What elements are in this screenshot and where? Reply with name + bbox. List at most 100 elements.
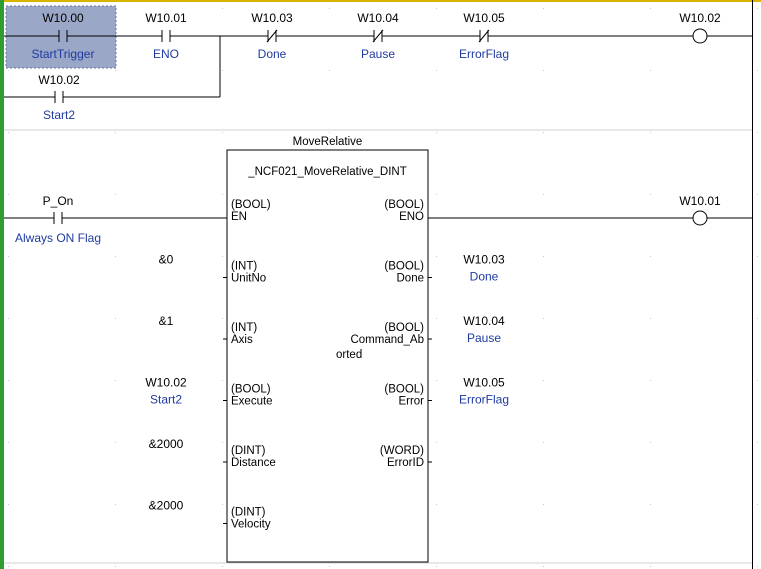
grid-dot xyxy=(436,442,437,443)
contact-comment: Done xyxy=(258,47,287,61)
fb-input-name: Axis xyxy=(231,334,253,346)
fb-input-name: Velocity xyxy=(231,519,271,531)
fb-instance-name: MoveRelative xyxy=(293,136,363,148)
fb-output-type: (BOOL) xyxy=(384,384,424,396)
grid-dot xyxy=(757,318,758,319)
contact-P_On[interactable] xyxy=(53,212,63,224)
contact-slash xyxy=(266,29,278,43)
coil-W10.01[interactable] xyxy=(692,210,708,226)
grid-dot xyxy=(222,70,223,71)
grid-dot xyxy=(543,318,544,319)
grid-dot xyxy=(329,8,330,9)
fb-output-name: Error xyxy=(398,396,424,408)
grid-dot xyxy=(757,194,758,195)
contact-comment: StartTrigger xyxy=(32,47,95,61)
fb-input-type: (BOOL) xyxy=(231,199,271,211)
top-border xyxy=(0,0,761,2)
grid-dot xyxy=(436,132,437,133)
grid-dot xyxy=(757,132,758,133)
grid-dot xyxy=(650,442,651,443)
grid-dot xyxy=(222,256,223,257)
contact-address: W10.00 xyxy=(42,11,84,25)
grid-dot xyxy=(650,194,651,195)
grid-dot xyxy=(222,566,223,567)
grid-dot xyxy=(8,380,9,381)
grid-dot xyxy=(543,566,544,567)
contact-W10.02-branch[interactable] xyxy=(54,91,64,103)
grid-dot xyxy=(436,8,437,9)
grid-dot xyxy=(222,318,223,319)
grid-dot xyxy=(329,132,330,133)
grid-dot xyxy=(222,380,223,381)
branch-contact-comment: Start2 xyxy=(43,108,75,122)
grid-dot xyxy=(8,442,9,443)
grid-dot xyxy=(543,504,544,505)
grid-dot xyxy=(115,194,116,195)
contact-W10.04[interactable] xyxy=(372,29,384,43)
grid-dot xyxy=(757,566,758,567)
grid-dot xyxy=(8,256,9,257)
input-contact-comment: Always ON Flag xyxy=(15,231,101,245)
fb-input-type: (INT) xyxy=(231,261,257,273)
grid-dot xyxy=(650,70,651,71)
grid-dot xyxy=(543,442,544,443)
fb-input-value-comment: Start2 xyxy=(150,393,182,407)
grid-dot xyxy=(8,194,9,195)
grid-dot xyxy=(650,380,651,381)
fb-input-value: &1 xyxy=(159,314,174,328)
contact-address: W10.03 xyxy=(251,11,293,25)
grid-dot xyxy=(115,256,116,257)
contact-W10.03[interactable] xyxy=(266,29,278,43)
contact-comment: Pause xyxy=(361,47,395,61)
grid-dot xyxy=(222,504,223,505)
grid-dot xyxy=(543,380,544,381)
coil-address: W10.02 xyxy=(679,11,721,25)
grid-dot xyxy=(115,70,116,71)
grid-dot xyxy=(8,318,9,319)
fb-output-name: Done xyxy=(397,273,425,285)
grid-dot xyxy=(8,132,9,133)
fb-input-type: (DINT) xyxy=(231,507,266,519)
coil-address: W10.01 xyxy=(679,194,721,208)
fb-output-type: (BOOL) xyxy=(384,261,424,273)
grid-dot xyxy=(650,504,651,505)
fb-input-type: (INT) xyxy=(231,322,257,334)
fb-type-name: _NCF021_MoveRelative_DINT xyxy=(247,166,407,178)
contact-W10.00[interactable] xyxy=(58,30,68,42)
grid-dot xyxy=(436,318,437,319)
grid-dot xyxy=(115,132,116,133)
grid-dot xyxy=(115,380,116,381)
fb-output-value-comment: Done xyxy=(470,270,499,284)
fb-output-type: (BOOL) xyxy=(384,322,424,334)
grid-dot xyxy=(436,194,437,195)
right-power-rail xyxy=(752,0,753,569)
fb-output-name: Command_Ab xyxy=(350,334,424,346)
fb-input-name: UnitNo xyxy=(231,273,266,285)
contact-address: W10.01 xyxy=(145,11,187,25)
grid-dot xyxy=(115,442,116,443)
contact-W10.01[interactable] xyxy=(161,30,171,42)
editor-grid xyxy=(8,8,758,567)
coil-W10.02[interactable] xyxy=(692,28,708,44)
contact-W10.05[interactable] xyxy=(478,29,490,43)
grid-dot xyxy=(436,504,437,505)
selection-highlight xyxy=(5,5,117,69)
function-block[interactable] xyxy=(226,149,429,563)
grid-dot xyxy=(329,70,330,71)
fb-output-value: W10.03 xyxy=(463,253,505,267)
grid-dot xyxy=(650,256,651,257)
fb-output-value-comment: Pause xyxy=(467,331,501,345)
fb-input-name: Execute xyxy=(231,396,273,408)
grid-dot xyxy=(436,256,437,257)
grid-dot xyxy=(650,318,651,319)
grid-dot xyxy=(436,566,437,567)
fb-input-type: (BOOL) xyxy=(231,384,271,396)
fb-output-value: W10.04 xyxy=(463,314,505,328)
fb-output-name: orted xyxy=(336,349,362,361)
grid-dot xyxy=(757,380,758,381)
fb-output-name: ErrorID xyxy=(387,457,424,469)
fb-input-name: EN xyxy=(231,211,247,223)
contact-comment: ErrorFlag xyxy=(459,47,509,61)
fb-output-value-comment: ErrorFlag xyxy=(459,393,509,407)
